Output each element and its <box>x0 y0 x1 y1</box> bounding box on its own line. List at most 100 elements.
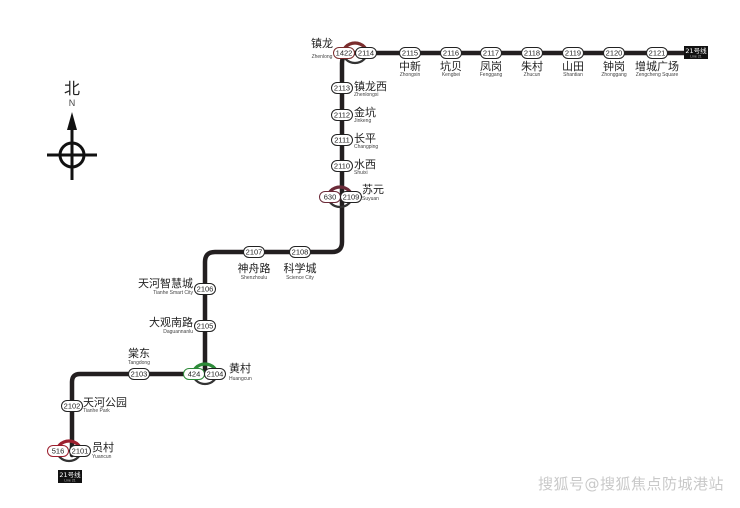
station-zhenlongxi-code-pill-shape <box>331 82 353 94</box>
watermark: 搜狐号@搜狐焦点防城港站 <box>537 475 724 493</box>
line-21-terminus-badge-west-bg <box>58 470 82 483</box>
station-tianhegongyuan-code-pill: 2102 <box>61 400 83 412</box>
station-kengbei-code-pill-shape <box>440 47 462 59</box>
station-zhenlong-code-pill-code: 2114 <box>358 49 374 58</box>
station-huangcun-code-pill-code: 2104 <box>207 370 224 379</box>
station-zengcheng-name: 增城广场 <box>635 59 679 73</box>
compass-label-n: N <box>69 98 76 108</box>
station-zhongxin-code-pill-shape <box>399 47 421 59</box>
station-tianhegongyuan-name: 天河公园 <box>83 396 127 409</box>
station-fenggang-name: 凤岗 <box>480 60 502 73</box>
station-huangcun-transfer-code-code: 424 <box>188 370 201 379</box>
station-shenzhoulu-name-en: Shenzhoulu <box>241 275 268 281</box>
station-suyuan-code-pill: 2109 <box>340 191 362 203</box>
station-yuancun-name-en: Yuancun <box>92 454 112 460</box>
station-zhenlongxi-code-pill: 2113 <box>331 82 353 94</box>
station-yuancun-transfer-code-shape <box>47 445 69 457</box>
station-kexuecheng-code-pill: 2108 <box>289 246 311 258</box>
station-zhenlong-transfer-code-shape <box>333 47 355 59</box>
station-tianhegongyuan-code-pill-code: 2102 <box>64 402 81 411</box>
station-zhongxin-code-pill: 2115 <box>399 47 421 59</box>
station-yuancun-code-pill-shape <box>69 445 91 457</box>
station-zhongxin-name: 中新 <box>399 59 421 73</box>
station-tangdong-code-pill-shape <box>128 368 150 380</box>
station-shuixi-code-pill-code: 2110 <box>334 162 350 171</box>
station-zhongxin-name-en: Zhongxin <box>400 72 421 78</box>
station-suyuan-code-pill-shape <box>340 191 362 203</box>
station-kexuecheng-name-en: Science City <box>286 275 314 281</box>
station-shuixi-code-pill-shape <box>331 160 353 172</box>
station-huangcun-name: 黄村 <box>229 361 251 375</box>
station-zhucun-code-pill: 2118 <box>521 47 543 59</box>
station-jinkeng-code-pill-shape <box>331 109 353 121</box>
station-kengbei-code-pill: 2116 <box>440 47 462 59</box>
station-changping-name-en: Changping <box>354 144 378 150</box>
station-huangcun-name-en: Huangcun <box>229 376 252 382</box>
station-yuancun-code-pill-code: 2101 <box>72 447 89 456</box>
station-fenggang-code-pill: 2117 <box>480 47 502 59</box>
line-21-track <box>69 50 703 458</box>
station-changping-code-pill-shape <box>331 134 353 146</box>
station-daguannanlu-code-pill-shape <box>194 320 216 332</box>
station-zhonggang-code-pill-shape <box>603 47 625 59</box>
station-zhenlongxi-code-pill-code: 2113 <box>334 84 350 93</box>
station-zhenlongxi-name-en: Zhenlongxi <box>354 92 378 98</box>
station-zengcheng-code-pill: 2121 <box>646 47 668 59</box>
station-huangcun-code-pill-shape <box>204 368 226 380</box>
compass-label-cn: 北 <box>64 79 80 98</box>
station-fenggang-name-en: Fenggang <box>480 72 503 78</box>
station-zhucun-name-en: Zhucun <box>524 72 541 78</box>
station-zhenlongxi-name: 镇龙西 <box>354 79 387 93</box>
station-zhonggang-code-pill-code: 2120 <box>606 49 623 58</box>
station-tianhegongyuan-name-en: Tianhe Park <box>83 408 110 414</box>
station-shenzhoulu-name: 神舟路 <box>238 261 271 275</box>
station-jinkeng-name: 金坑 <box>354 105 376 119</box>
station-changping-name: 长平 <box>354 132 376 145</box>
line-21-terminus-badge-east-bg <box>684 46 708 59</box>
station-tangdong-code-pill: 2103 <box>128 368 150 380</box>
station-suyuan-name: 苏元 <box>362 183 384 196</box>
station-fenggang-code-pill-code: 2117 <box>483 49 499 58</box>
station-yuancun-name: 员村 <box>92 440 114 454</box>
station-suyuan-name-en: Suyuan <box>362 196 379 202</box>
line-21-terminus-badge-east-label: 21号线 <box>685 46 707 55</box>
station-zengcheng-code-pill-shape <box>646 47 668 59</box>
station-shenzhoulu-code-pill: 2107 <box>243 246 265 258</box>
line-21-terminus-badge-east-sub: Line 21 <box>690 55 702 59</box>
north-arrow-icon <box>67 112 77 130</box>
station-daguannanlu-code-pill-code: 2105 <box>197 322 214 331</box>
station-shenzhoulu-code-pill-code: 2107 <box>246 248 263 257</box>
station-zhonggang-name: 钟岗 <box>603 59 625 73</box>
station-daguannanlu-code-pill: 2105 <box>194 320 216 332</box>
station-jinkeng-name-en: Jinkeng <box>354 118 371 124</box>
station-zhucun-name: 朱村 <box>521 59 543 73</box>
station-zhongxin-code-pill-code: 2115 <box>402 49 418 58</box>
station-tianhezhihui-code-pill-shape <box>194 283 216 295</box>
station-daguannanlu-name: 大观南路 <box>149 315 193 329</box>
station-shantian-name: 山田 <box>562 60 584 73</box>
station-tangdong-name: 棠东 <box>128 347 150 360</box>
station-kengbei-name-en: Kengbei <box>442 72 460 78</box>
station-shantian-name-en: Shantian <box>563 72 583 78</box>
compass-ring <box>58 141 86 169</box>
station-zhenlong-code-pill: 2114 <box>355 47 377 59</box>
station-shantian-code-pill-shape <box>562 47 584 59</box>
station-kexuecheng-code-pill-code: 2108 <box>292 248 309 257</box>
line-21-terminus-badge-west-sub: Line 21 <box>64 479 76 483</box>
station-zhenlong-transfer-code-code: 1422 <box>336 49 353 58</box>
station-zengcheng-code-pill-code: 2121 <box>649 49 666 58</box>
station-tianhezhihui-code-pill-code: 2106 <box>197 285 214 294</box>
station-kengbei-code-pill-code: 2116 <box>443 49 459 58</box>
station-tianhezhihui-code-pill: 2106 <box>194 283 216 295</box>
station-tianhegongyuan-code-pill-shape <box>61 400 83 412</box>
station-zhenlong-name: 镇龙 <box>311 36 333 50</box>
station-changping-code-pill-code: 2111 <box>334 136 350 145</box>
station-shuixi-name-en: Shuixi <box>354 170 368 176</box>
station-yuancun-transfer-code-code: 516 <box>52 447 65 456</box>
station-tangdong-code-pill-code: 2103 <box>131 370 148 379</box>
station-jinkeng-code-pill-code: 2112 <box>334 111 350 120</box>
station-kengbei-name: 坑贝 <box>440 59 462 73</box>
